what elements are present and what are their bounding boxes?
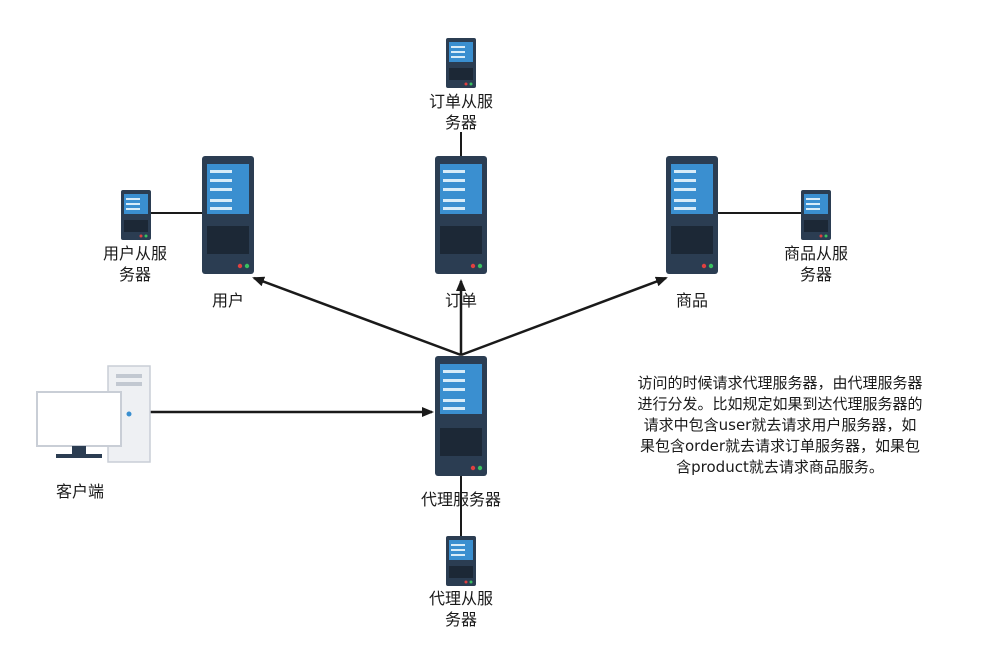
note-line: 果包含order就去请求订单服务器，如果包 — [640, 437, 920, 455]
note-line: 请求中包含user就去请求用户服务器，如 — [643, 416, 917, 434]
user-slave-label: 用户从服 务器 — [102, 244, 167, 284]
product-label: 商品 — [675, 291, 708, 310]
arrow-proxy-to-user — [252, 276, 462, 357]
arrow-proxy-to-product — [460, 276, 668, 357]
note-line: 进行分发。比如规定如果到达代理服务器的 — [637, 395, 923, 413]
product-server-icon — [666, 156, 718, 274]
proxy-slave-server-icon — [446, 536, 476, 586]
product-slave-label: 商品从服 务器 — [783, 244, 848, 284]
client-computer-icon — [36, 365, 151, 463]
order-slave-label: 订单从服 务器 — [428, 92, 493, 132]
note-line: 含product就去请求商品服务。 — [676, 458, 884, 476]
user-server-icon — [202, 156, 254, 274]
note-line: 访问的时候请求代理服务器，由代理服务器 — [637, 374, 923, 392]
user-slave-server-icon — [121, 190, 151, 240]
description-note: 访问的时候请求代理服务器，由代理服务器 进行分发。比如规定如果到达代理服务器的 … — [585, 373, 975, 478]
product-slave-server-icon — [801, 190, 831, 240]
user-label: 用户 — [211, 291, 244, 310]
order-label: 订单 — [444, 291, 477, 310]
proxy-slave-label: 代理从服 务器 — [428, 589, 493, 629]
order-server-icon — [435, 156, 487, 274]
proxy-label: 代理服务器 — [420, 490, 501, 509]
order-slave-server-icon — [446, 38, 476, 88]
client-label: 客户端 — [55, 482, 104, 501]
proxy-server-icon — [435, 356, 487, 476]
